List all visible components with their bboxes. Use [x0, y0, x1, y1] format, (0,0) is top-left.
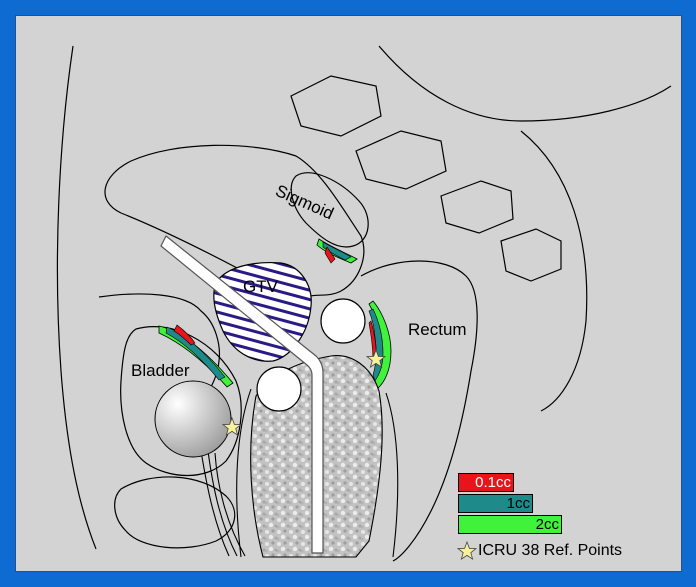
legend-icru-label: ICRU 38 Ref. Points: [478, 543, 622, 559]
legend-label-01cc: 0.1cc: [475, 474, 511, 491]
ovoid-upper: [321, 299, 365, 343]
rectum-label: Rectum: [408, 321, 467, 338]
legend-label-1cc: 1cc: [507, 495, 530, 512]
posterior-outline: [379, 46, 671, 121]
gtv-label: GTV: [243, 278, 278, 295]
vertebra-1: [291, 76, 381, 136]
abdominal-wall-outline: [57, 46, 96, 549]
legend-label-2cc: 2cc: [536, 516, 559, 533]
legend-bar-1cc: 1cc: [458, 494, 533, 513]
legend-star-icon: [458, 542, 476, 559]
sacrum-outline: [521, 131, 587, 411]
bladder-balloon: [155, 381, 231, 457]
pelvic-floor-outline: [115, 477, 235, 548]
anatomy-panel: [15, 15, 682, 572]
ovoid-lower: [257, 367, 301, 411]
vertebra-3: [441, 181, 513, 233]
vertebra-4: [501, 229, 561, 281]
legend-bar-01cc: 0.1cc: [458, 473, 514, 492]
vertebra-2: [356, 131, 446, 189]
legend-bar-2cc: 2cc: [458, 515, 562, 534]
urethra-catheter: [201, 451, 245, 556]
anatomy-diagram: [16, 16, 682, 572]
bladder-label: Bladder: [131, 362, 190, 379]
